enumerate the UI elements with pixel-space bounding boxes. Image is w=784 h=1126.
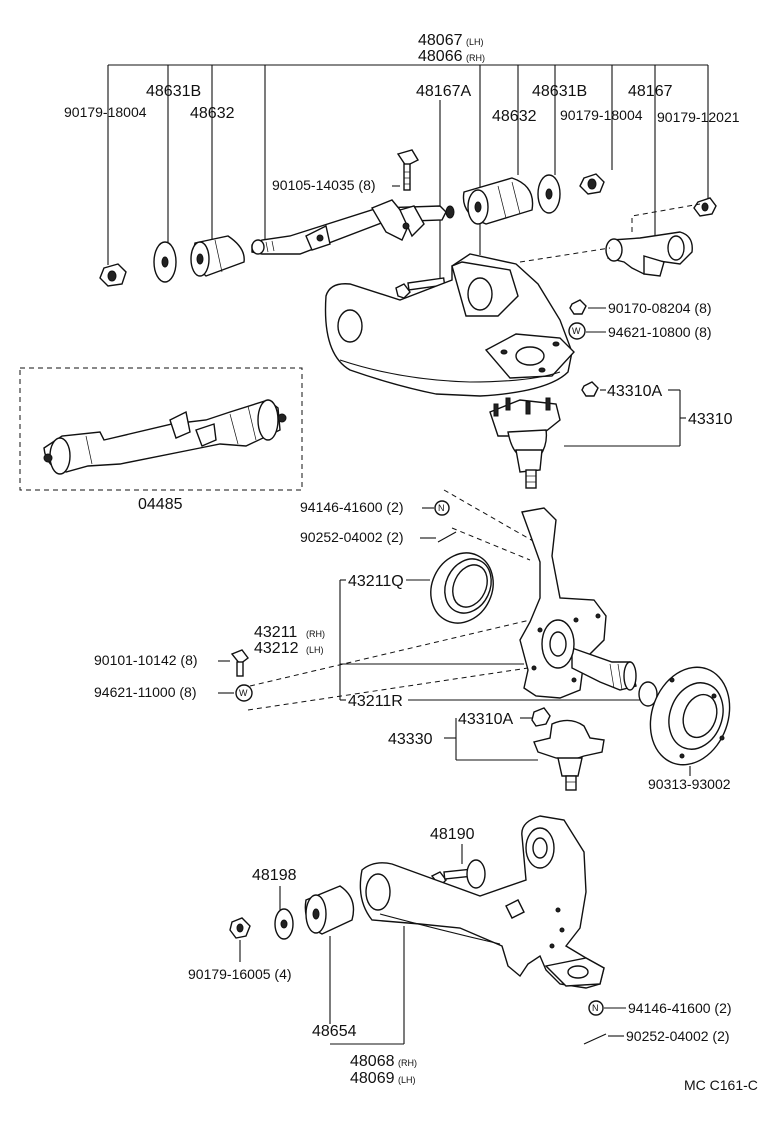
top-leader-lines xyxy=(107,64,709,285)
bolt-icon xyxy=(230,649,249,677)
cotter-pin-icon xyxy=(583,1033,607,1045)
upper-arm-icon xyxy=(324,253,575,397)
label-48190: 48190 xyxy=(430,826,475,843)
label-48066: 48066 xyxy=(418,48,463,65)
label-94146-41600-top: 94146-41600 (2) xyxy=(300,499,404,515)
washer-icon: W xyxy=(568,322,586,340)
steering-knuckle-icon xyxy=(519,507,637,699)
svg-text:N: N xyxy=(438,503,445,513)
label-48632-left: 48632 xyxy=(190,105,235,122)
seal-icon xyxy=(638,681,658,707)
label-48167a: 48167A xyxy=(416,83,471,100)
label-48654: 48654 xyxy=(312,1023,357,1040)
label-90252-04002-top: 90252-04002 (2) xyxy=(300,529,404,545)
label-90252-04002-bot: 90252-04002 (2) xyxy=(626,1028,730,1044)
label-94621-11000: 94621-11000 (8) xyxy=(94,684,196,700)
label-43211q: 43211Q xyxy=(348,573,404,590)
cotter-pin-icon xyxy=(437,531,457,543)
bolt-icon xyxy=(395,277,446,299)
washer-icon: W xyxy=(235,684,253,702)
label-48067-side: (LH) xyxy=(466,37,484,47)
dust-deflector-icon xyxy=(649,666,731,766)
bolt-icon xyxy=(396,149,419,191)
nut-icon: N xyxy=(434,500,450,516)
nut-icon xyxy=(531,707,551,727)
svg-text:W: W xyxy=(239,688,248,698)
label-90170-08204: 90170-08204 (8) xyxy=(608,300,712,316)
washer-icon xyxy=(153,241,177,283)
label-94146-41600-bot: 94146-41600 (2) xyxy=(628,1000,732,1016)
label-48067: 48067 xyxy=(418,32,463,49)
kit-box-04485 xyxy=(19,367,303,491)
ball-joint-icon xyxy=(489,397,561,489)
label-48069-side: (LH) xyxy=(398,1075,416,1085)
bushing-icon xyxy=(462,177,534,225)
label-90105-14035: 90105-14035 (8) xyxy=(272,177,376,193)
svg-text:W: W xyxy=(572,326,581,336)
bolt-icon xyxy=(430,859,486,889)
nut-icon: N xyxy=(588,1000,604,1016)
label-43211: 43211 xyxy=(254,624,297,641)
label-48631b-left: 48631B xyxy=(146,83,201,100)
label-48068: 48068 xyxy=(350,1053,395,1070)
label-90179-16005: 90179-16005 (4) xyxy=(188,966,292,982)
label-48198: 48198 xyxy=(252,867,297,884)
label-90179-12021: 90179-12021 xyxy=(657,109,740,125)
label-43310: 43310 xyxy=(688,411,733,428)
label-48066-side: (RH) xyxy=(466,53,485,63)
label-90313-93002: 90313-93002 xyxy=(648,776,731,792)
label-43212: 43212 xyxy=(254,640,299,657)
diagram-code: MC C161-C xyxy=(684,1077,758,1093)
nut-icon xyxy=(579,173,605,195)
label-04485: 04485 xyxy=(138,496,183,513)
label-43310a-bot: 43310A xyxy=(458,711,513,728)
label-43211-side: (RH) xyxy=(306,629,325,639)
label-43211r: 43211R xyxy=(348,693,403,710)
upper-shaft-icon xyxy=(251,199,455,255)
svg-text:N: N xyxy=(592,1003,599,1013)
label-43330: 43330 xyxy=(388,731,433,748)
label-90101-10142: 90101-10142 (8) xyxy=(94,652,198,668)
dust-seal-icon xyxy=(430,552,494,624)
washer-icon xyxy=(537,174,561,214)
nut-icon xyxy=(581,381,599,397)
bracket-icon xyxy=(605,231,693,277)
label-48069: 48069 xyxy=(350,1070,395,1087)
label-94621-10800: 94621-10800 (8) xyxy=(608,324,712,340)
bushing-icon xyxy=(190,235,245,277)
label-48632-right: 48632 xyxy=(492,108,537,125)
label-48167: 48167 xyxy=(628,83,673,100)
label-48631b-right: 48631B xyxy=(532,83,587,100)
label-43310a-top: 43310A xyxy=(607,383,662,400)
nut-icon xyxy=(229,917,251,939)
washer-icon xyxy=(274,908,294,940)
bushing-icon xyxy=(304,885,355,935)
label-90179-18004-left: 90179-18004 xyxy=(64,104,147,120)
nut-icon xyxy=(99,263,127,287)
nut-icon xyxy=(569,299,587,315)
ball-joint-icon xyxy=(533,719,605,791)
lower-arm-icon xyxy=(359,815,605,989)
label-43212-side: (LH) xyxy=(306,645,324,655)
nut-icon xyxy=(693,197,717,217)
label-48068-side: (RH) xyxy=(398,1058,417,1068)
label-90179-18004-right: 90179-18004 xyxy=(560,107,643,123)
